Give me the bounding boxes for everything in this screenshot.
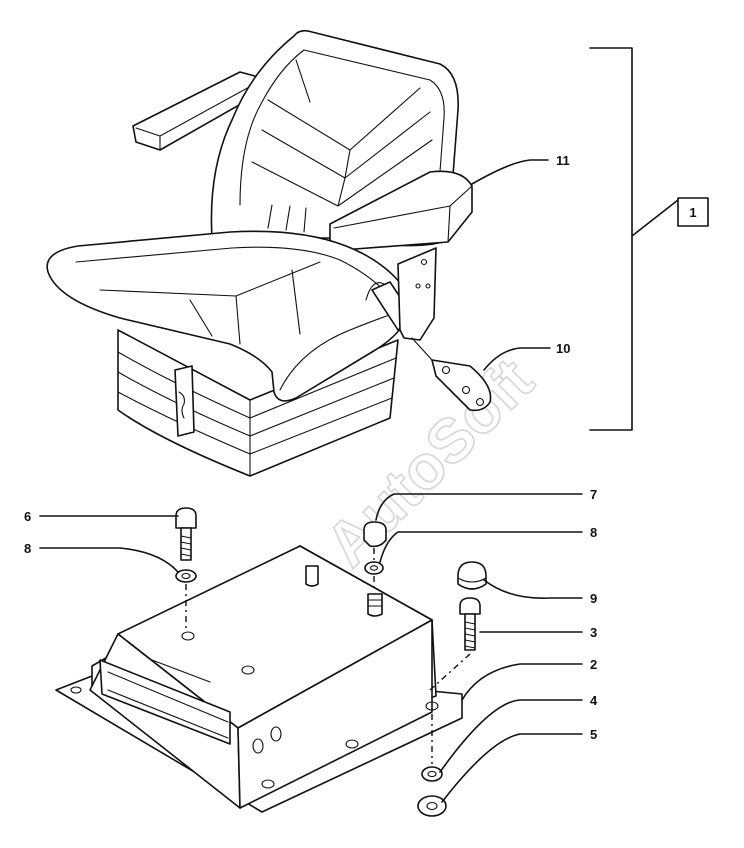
seat-cushion (46, 230, 413, 402)
callout-11: 11 (556, 153, 570, 168)
seat-assembly (46, 29, 492, 477)
callout-labels: 1 11 10 7 8 6 8 9 3 2 4 5 (24, 153, 697, 742)
callout-9: 9 (590, 591, 597, 606)
callout-6: 6 (24, 509, 31, 524)
washer-part-4 (421, 766, 443, 782)
callout-1: 1 (689, 205, 696, 220)
suspension-bellows (117, 329, 399, 477)
seat-belt-buckle (365, 247, 437, 341)
washer-part-8-right (364, 561, 384, 575)
leader-lines (39, 159, 583, 803)
axis-line-bolt-3 (429, 653, 471, 691)
base-plate-part-2 (55, 545, 463, 813)
nut-part-7 (363, 521, 387, 548)
bolt-part-3 (459, 597, 481, 651)
callout-3: 3 (590, 625, 597, 640)
bolt-part-6 (175, 507, 197, 561)
callout-8-left: 8 (24, 541, 31, 556)
callout-4: 4 (590, 693, 598, 708)
group-callout-box (677, 197, 709, 227)
cap-part-9 (457, 561, 487, 590)
callout-7: 7 (590, 487, 597, 502)
callout-8-right: 8 (590, 525, 597, 540)
group-bracket (589, 47, 709, 431)
right-armrest (329, 170, 473, 251)
bracket-part-10 (411, 337, 492, 412)
callout-5: 5 (590, 727, 597, 742)
washer-part-5 (417, 795, 447, 817)
callout-10: 10 (556, 341, 570, 356)
washer-part-8-left (175, 569, 197, 583)
callout-2: 2 (590, 657, 597, 672)
